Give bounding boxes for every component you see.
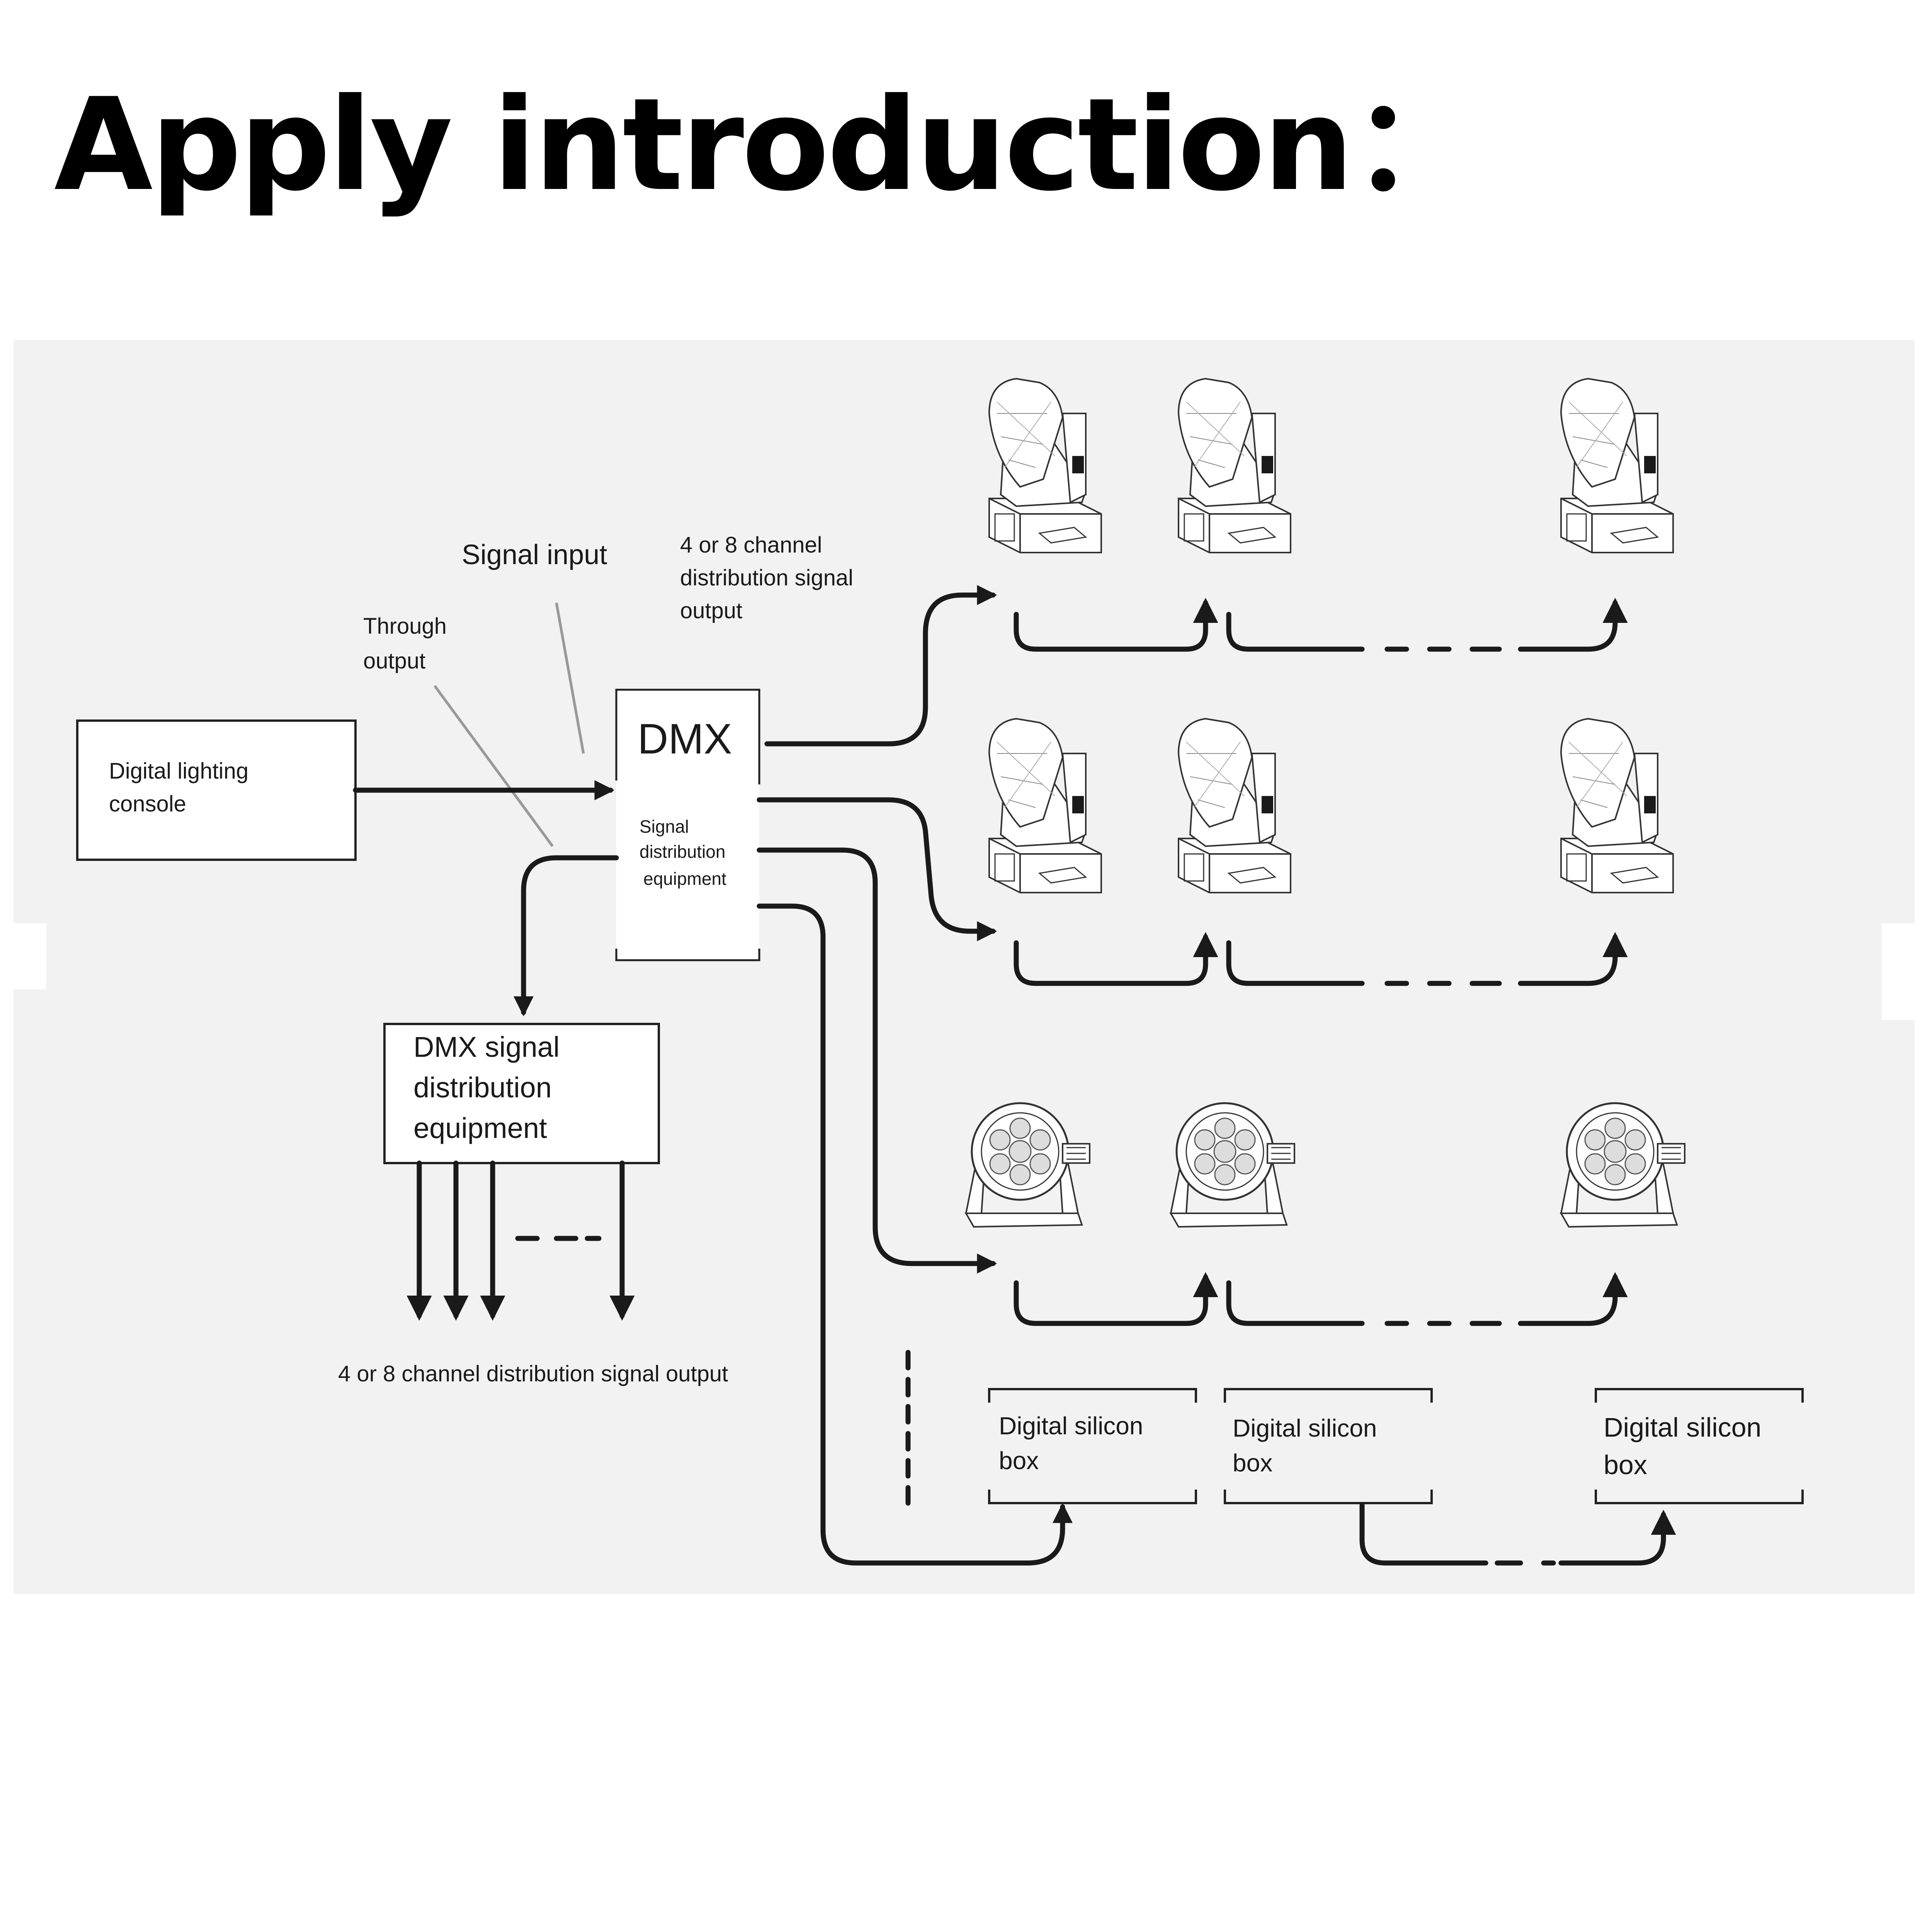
channel-output-top-label: 4 or 8 channel distribution signal outpu… xyxy=(680,532,859,623)
sub-distributor-outputs xyxy=(406,1160,635,1321)
through-output-pointer xyxy=(434,685,554,847)
dmx-to-silicon-box-line xyxy=(757,903,1073,1566)
silicon-chain-line xyxy=(1359,1502,1488,1566)
through-output-label: Through output xyxy=(363,614,453,673)
digital-lighting-console-label: Digital lighting console xyxy=(109,759,255,816)
digital-lighting-console-box xyxy=(76,719,357,861)
dmx-unit-sub-label: Signal distribution equipment xyxy=(639,816,730,889)
signal-input-pointer xyxy=(555,602,585,754)
dmx-to-row2-line xyxy=(757,797,997,941)
dmx-to-row1-line xyxy=(764,585,997,747)
wash-chain-line xyxy=(1014,1272,1218,1326)
dmx-to-wash-row-line xyxy=(757,847,997,1274)
dmx-unit-name: DMX xyxy=(638,715,732,763)
dmx-sub-distributor-box xyxy=(383,1023,660,1164)
row2-chain-line xyxy=(1014,932,1218,986)
row1-chain-line xyxy=(1014,598,1218,652)
dmx-signal-distribution-unit xyxy=(616,690,759,960)
channel-output-bottom-label: 4 or 8 channel distribution signal outpu… xyxy=(338,1361,728,1386)
through-output-line xyxy=(514,855,619,1017)
signal-input-label: Signal input xyxy=(462,539,607,570)
dmx-sub-distributor-label: DMX signal distribution equipment xyxy=(413,1031,568,1144)
page-title: Apply introduction： xyxy=(54,71,1479,219)
